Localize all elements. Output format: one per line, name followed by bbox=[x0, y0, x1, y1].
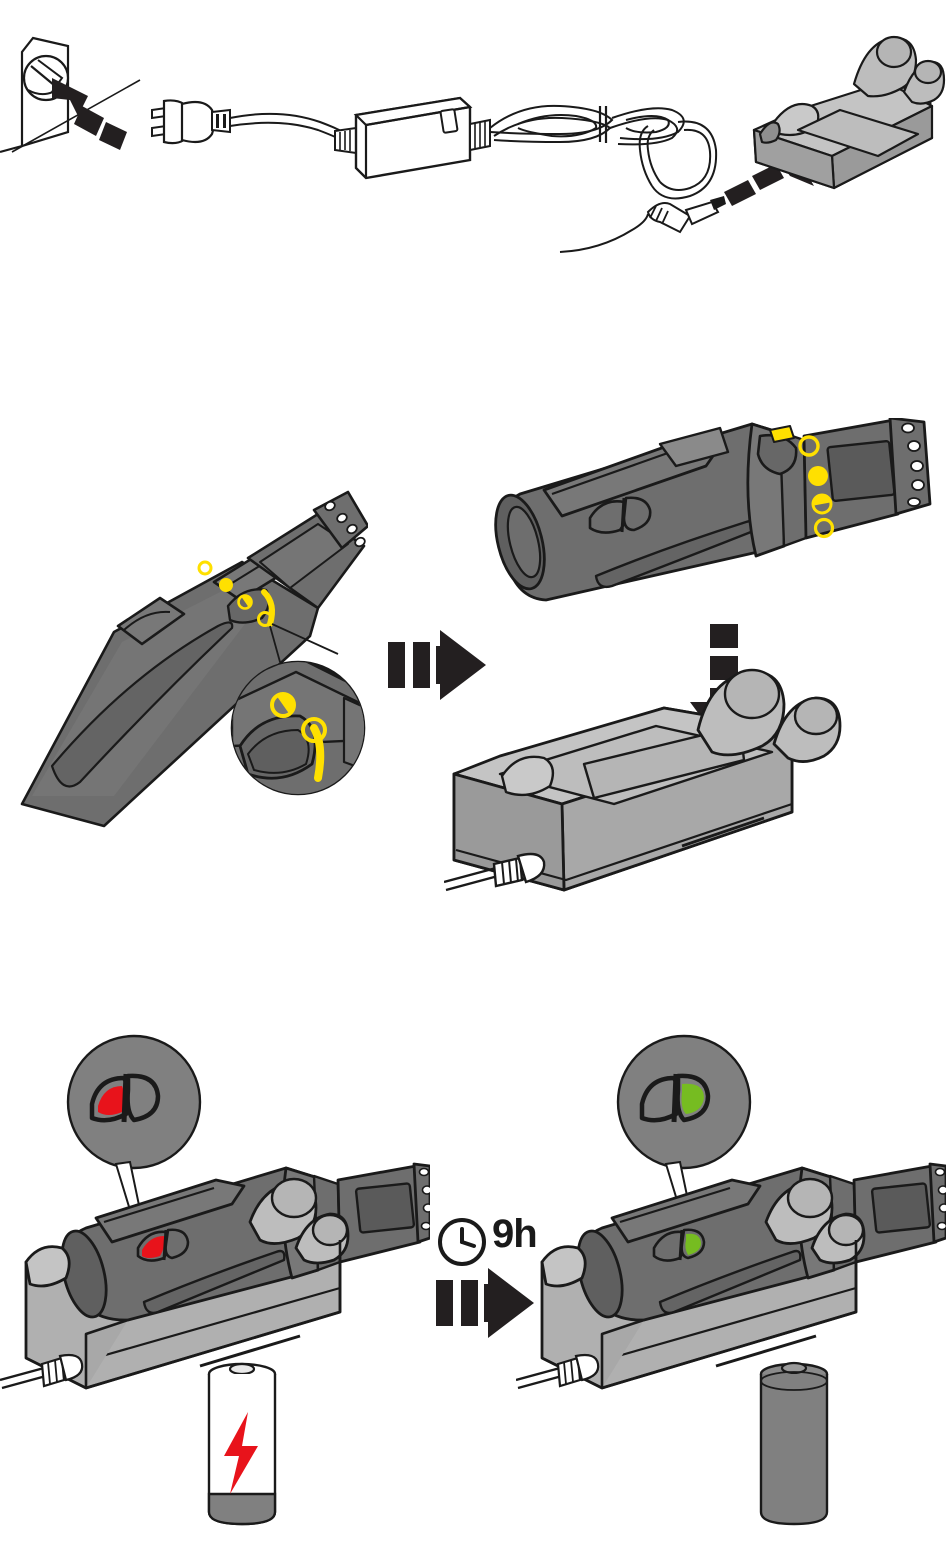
detail-indicator-dots bbox=[270, 692, 327, 743]
power-adapter bbox=[353, 96, 473, 180]
step3-led-callout-charged bbox=[616, 1034, 752, 1210]
step1-charging-cradle bbox=[752, 35, 946, 190]
step2-transition-arrow bbox=[388, 630, 486, 700]
dc-barrel-connector bbox=[559, 196, 726, 253]
step3-led-callout-charging bbox=[66, 1034, 202, 1210]
step3-device-in-cradle-charging bbox=[0, 1162, 430, 1390]
step2-charging-cradle bbox=[444, 668, 842, 892]
coiled-dc-cable bbox=[489, 104, 718, 200]
callout-leader-a bbox=[269, 625, 281, 663]
callout-pointer bbox=[114, 1160, 142, 1210]
display-window-left bbox=[354, 1182, 416, 1234]
battery-body-full bbox=[759, 1374, 829, 1526]
led-indicator-device-green bbox=[652, 1228, 706, 1262]
battery-terminal-full bbox=[780, 1361, 808, 1375]
cradle-cable-left bbox=[0, 1353, 84, 1390]
callout-leader-b bbox=[271, 623, 339, 655]
display-window bbox=[826, 440, 896, 502]
indicator-dots-tilted bbox=[197, 560, 273, 627]
step2-device-tilted bbox=[20, 490, 368, 828]
display-window-right bbox=[870, 1182, 932, 1234]
step2-device-horizontal bbox=[494, 418, 932, 602]
adapter-led-window bbox=[439, 108, 459, 134]
arrow-plug-to-outlet bbox=[52, 78, 127, 150]
indicator-dots-horizontal bbox=[798, 435, 835, 539]
step1-connect-power-supply bbox=[0, 36, 820, 253]
adapter-strain-relief-right bbox=[469, 118, 491, 152]
led-indicator-glyph bbox=[588, 496, 652, 534]
step3-battery-full bbox=[759, 1361, 829, 1526]
step2-alignment-detail-callout bbox=[230, 660, 366, 796]
clock-icon bbox=[438, 1218, 486, 1266]
cradle-cable-right bbox=[516, 1353, 600, 1390]
step3-battery-empty bbox=[207, 1362, 277, 1526]
led-indicator-device-red bbox=[136, 1228, 190, 1262]
step3-transition-arrow bbox=[436, 1268, 534, 1338]
guide-line-lower bbox=[11, 79, 141, 153]
charge-duration-label: 9h bbox=[492, 1212, 538, 1256]
adapter-strain-relief-left bbox=[334, 126, 357, 155]
led-lit-green bbox=[681, 1083, 704, 1114]
step3-device-in-cradle-charged bbox=[516, 1162, 946, 1390]
charge-bolt-icon bbox=[224, 1412, 258, 1494]
battery-level-fill bbox=[207, 1492, 277, 1526]
led-lit-red bbox=[98, 1086, 124, 1115]
battery-terminal bbox=[228, 1362, 256, 1376]
cradle-dc-cable bbox=[444, 866, 499, 892]
cradle-dc-plug bbox=[492, 852, 546, 888]
mains-plug bbox=[151, 99, 231, 145]
